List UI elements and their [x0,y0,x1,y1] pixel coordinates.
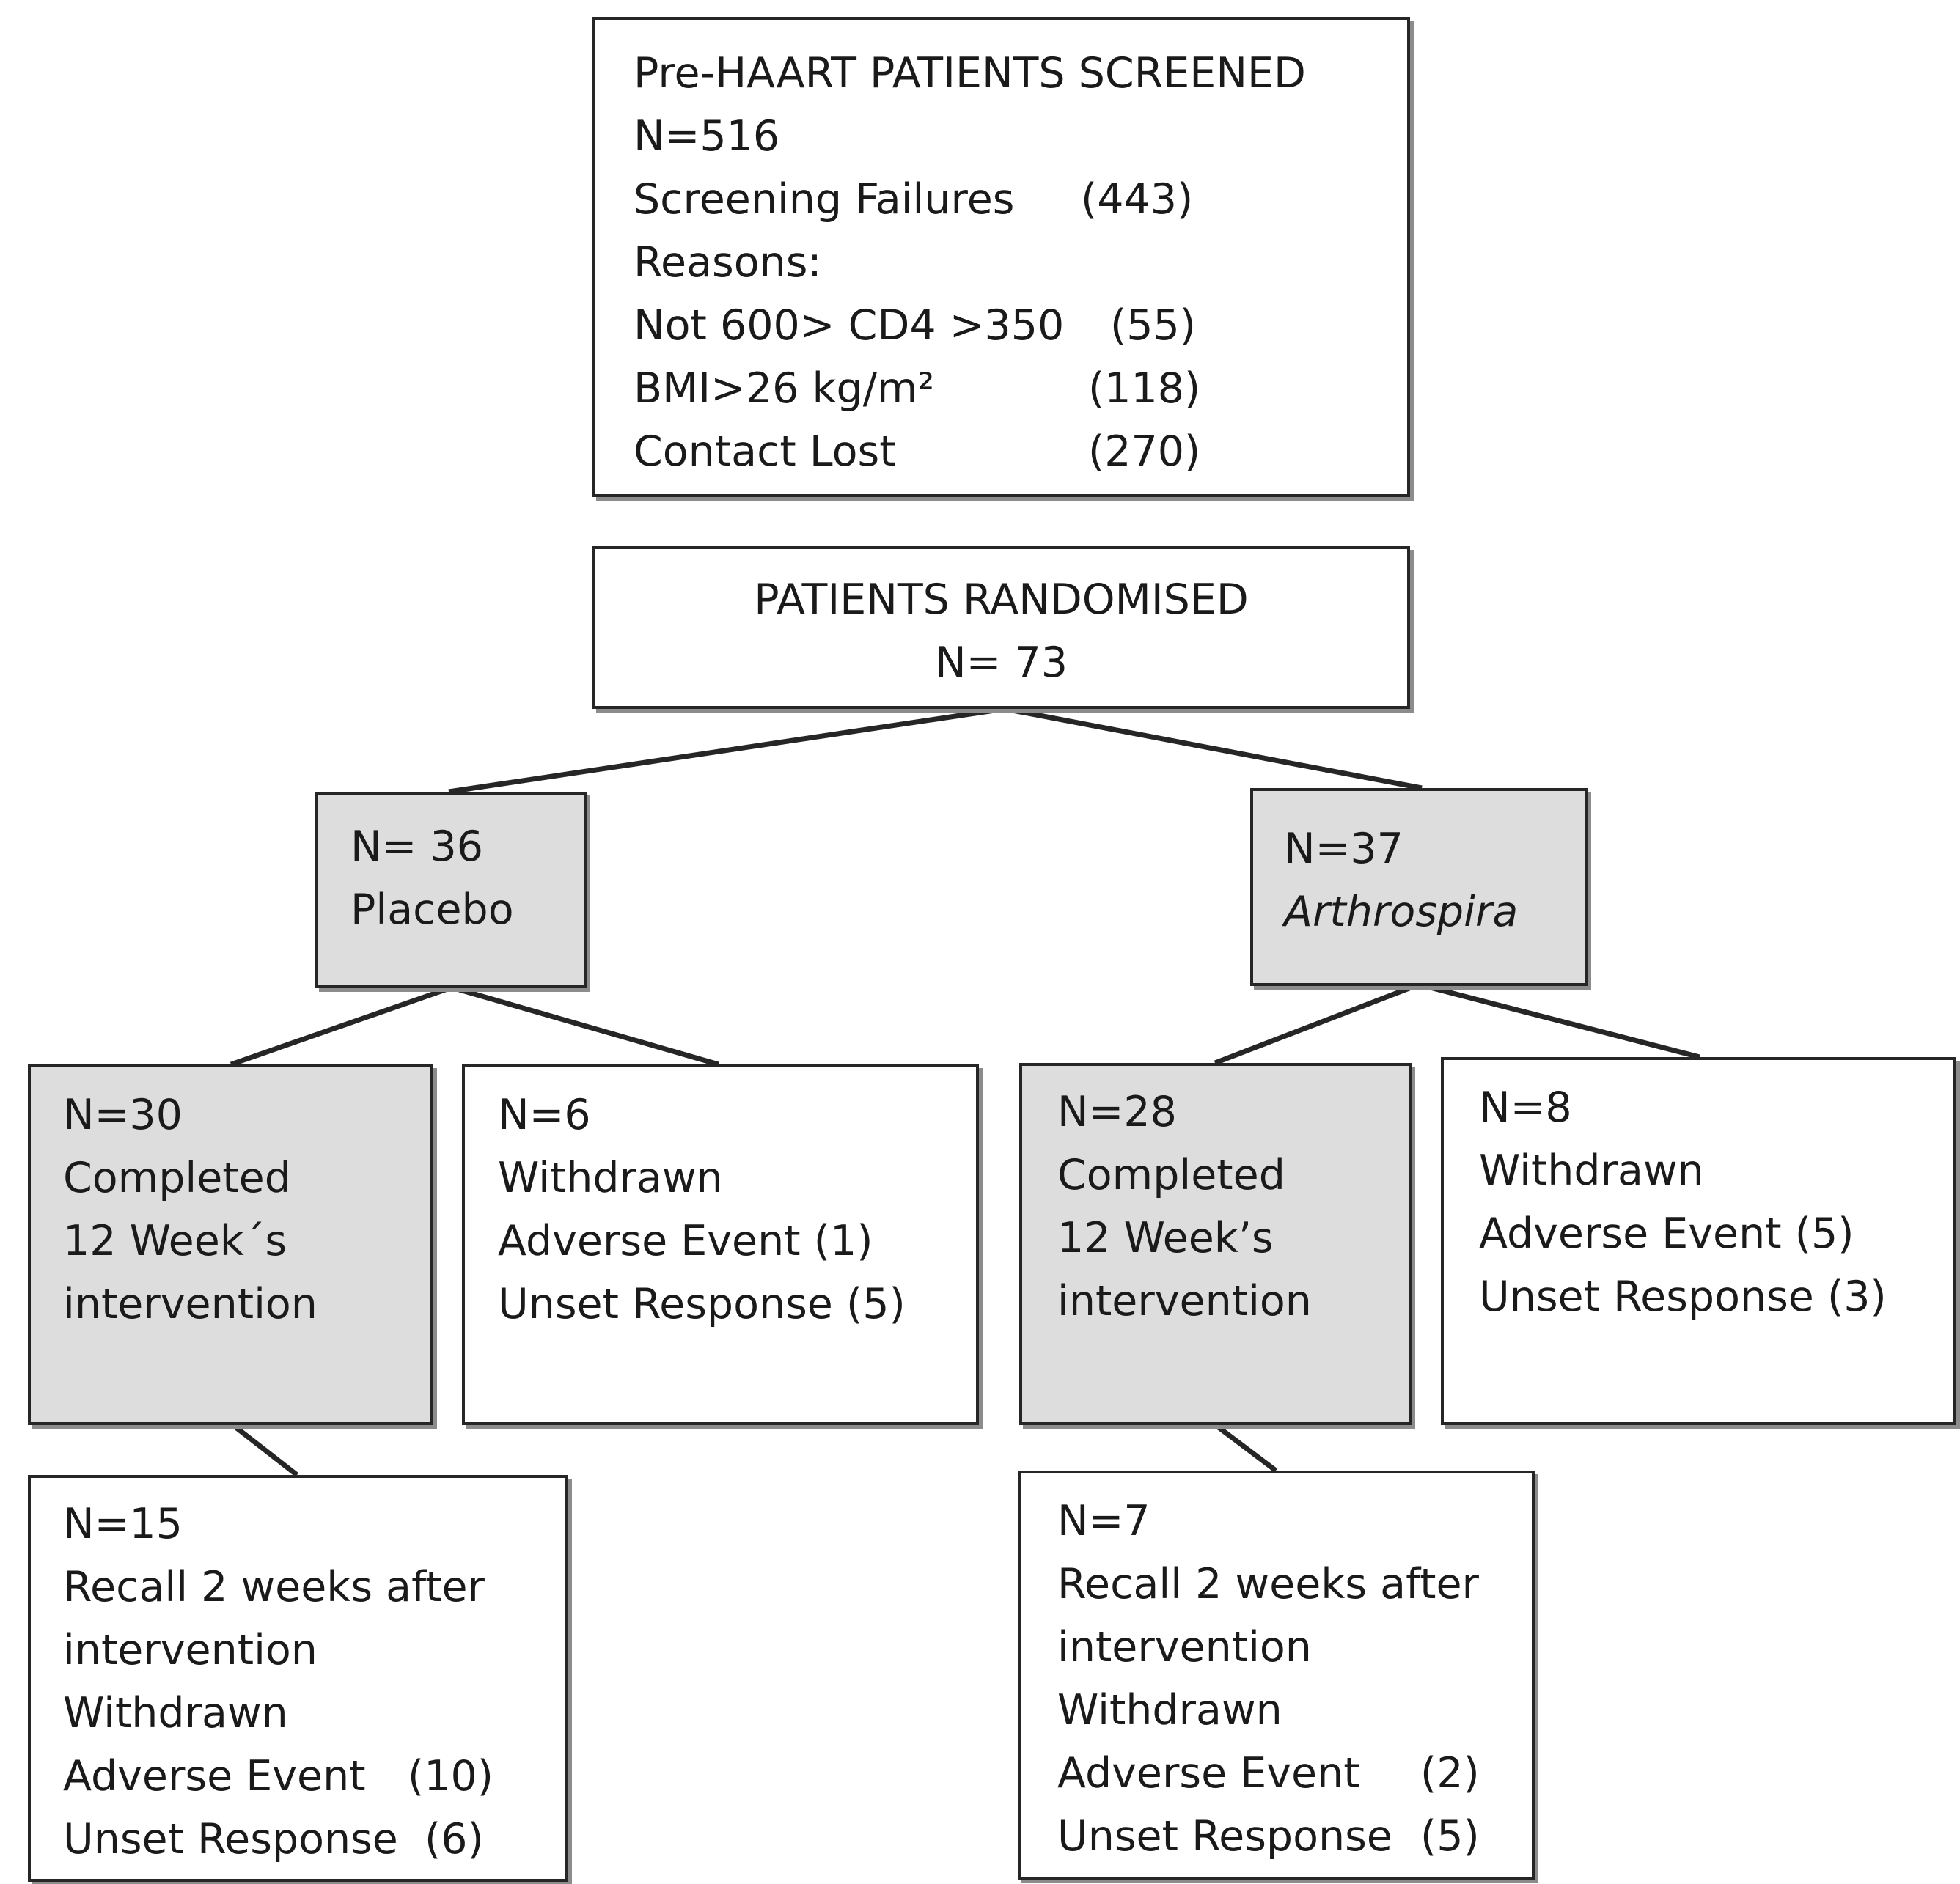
connector-arthrospira-completed-to-recall [1211,1421,1278,1473]
arthrospira-withdrawn-count: N=8 [1479,1083,1572,1132]
arthrospira-withdrawn-line1: Withdrawn [1479,1147,1704,1195]
placebo-completed-line3: intervention [63,1280,318,1328]
reason-value: (55) [1110,301,1197,350]
unset-response-value: (6) [425,1815,484,1863]
reasons-label: Reasons: [634,238,822,287]
connector-randomised-to-arthrospira [1004,706,1423,791]
placebo-recall-adverse-event-row: Adverse Event (10) [63,1745,565,1808]
placebo-recall-box: N=15 Recall 2 weeks after intervention W… [28,1475,568,1882]
reason-label: BMI>26 kg/m² [634,364,935,413]
arthrospira-recall-count: N=7 [1057,1497,1150,1545]
unset-response-value: (5) [1420,1812,1480,1861]
placebo-recall-count: N=15 [63,1500,183,1548]
placebo-completed-line2: 12 Week´s [63,1217,287,1265]
unset-response-label: Unset Response [1057,1812,1392,1861]
placebo-completed-line1: Completed [63,1154,291,1202]
placebo-withdrawn-line2: Adverse Event (1) [498,1217,873,1265]
reason-row: Contact Lost (270) [634,420,1407,483]
arthrospira-count: N=37 [1284,825,1403,873]
placebo-withdrawn-line3: Unset Response (5) [498,1280,906,1328]
placebo-completed-count: N=30 [63,1091,183,1139]
connector-randomised-to-placebo [448,706,1005,795]
reason-row: Not 600> CD4 >350 (55) [634,294,1407,357]
reason-label: Not 600> CD4 >350 [634,301,1065,350]
arthrospira-recall-line1: Recall 2 weeks after [1057,1560,1479,1608]
arthrospira-arm-box: N=37 Arthrospira [1250,788,1588,986]
connector-arthrospira-to-withdrawn [1418,982,1700,1060]
randomised-count: N= 73 [934,639,1068,687]
placebo-recall-line1: Recall 2 weeks after [63,1563,485,1611]
connector-placebo-to-completed [230,985,453,1067]
placebo-withdrawn-count: N=6 [498,1091,591,1139]
adverse-event-value: (10) [408,1752,494,1800]
adverse-event-label: Adverse Event [63,1752,366,1800]
arthrospira-recall-unset-response-row: Unset Response (5) [1057,1805,1532,1868]
arthrospira-completed-line2: 12 Week’s [1057,1214,1274,1262]
screening-failures-row: Screening Failures (443) [634,168,1407,231]
screening-failures-label: Screening Failures [634,175,1015,224]
reason-row: BMI>26 kg/m² (118) [634,357,1407,420]
randomised-title: PATIENTS RANDOMISED [754,575,1249,624]
placebo-arm-box: N= 36 Placebo [315,792,587,988]
connector-placebo-to-withdrawn [451,985,719,1067]
arthrospira-completed-count: N=28 [1057,1088,1177,1136]
placebo-completed-box: N=30 Completed 12 Week´s intervention [28,1064,433,1425]
adverse-event-label: Adverse Event [1057,1749,1360,1797]
placebo-withdrawn-line1: Withdrawn [498,1154,723,1202]
arthrospira-withdrawn-box: N=8 Withdrawn Adverse Event (5) Unset Re… [1441,1057,1956,1425]
screening-failures-value: (443) [1081,175,1194,224]
adverse-event-value: (2) [1420,1749,1480,1797]
reason-label: Contact Lost [634,427,896,476]
screened-count: N=516 [634,112,780,161]
placebo-withdrawn-box: N=6 Withdrawn Adverse Event (1) Unset Re… [462,1064,979,1425]
arthrospira-completed-line3: intervention [1057,1277,1312,1325]
placebo-count: N= 36 [350,823,484,871]
arthrospira-withdrawn-line2: Adverse Event (5) [1479,1210,1854,1258]
randomised-box: PATIENTS RANDOMISED N= 73 [592,546,1410,709]
reason-value: (270) [1088,427,1201,476]
unset-response-label: Unset Response [63,1815,398,1863]
placebo-recall-line3: Withdrawn [63,1689,288,1737]
screened-title: Pre-HAART PATIENTS SCREENED [634,49,1306,97]
reason-value: (118) [1088,364,1201,413]
connector-arthrospira-to-completed [1214,982,1420,1066]
arthrospira-recall-line3: Withdrawn [1057,1686,1282,1734]
arthrospira-recall-adverse-event-row: Adverse Event (2) [1057,1742,1532,1805]
arthrospira-withdrawn-line3: Unset Response (3) [1479,1273,1887,1321]
arthrospira-completed-box: N=28 Completed 12 Week’s intervention [1019,1063,1412,1425]
screened-box: Pre-HAART PATIENTS SCREENED N=516 Screen… [592,17,1410,497]
arthrospira-recall-line2: intervention [1057,1623,1312,1671]
connector-placebo-completed-to-recall [229,1421,299,1477]
arthrospira-label: Arthrospira [1284,888,1519,936]
placebo-recall-line2: intervention [63,1626,318,1674]
placebo-recall-unset-response-row: Unset Response (6) [63,1808,565,1871]
arthrospira-completed-line1: Completed [1057,1151,1285,1199]
placebo-label: Placebo [350,886,514,934]
arthrospira-recall-box: N=7 Recall 2 weeks after intervention Wi… [1018,1471,1535,1880]
